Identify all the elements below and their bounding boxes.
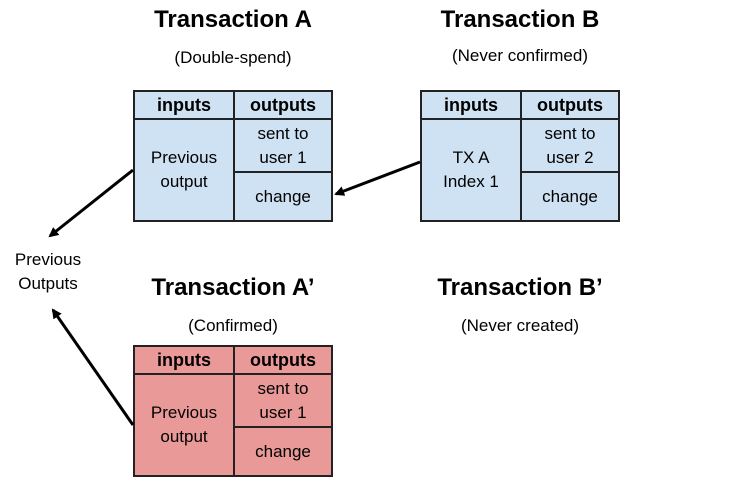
- transaction-a-subtitle: (Double-spend): [174, 48, 292, 67]
- arrow-a-input-to-previous-outputs: [48, 168, 134, 238]
- arrow-b-input-to-a-change: [334, 160, 421, 196]
- output-change: change: [255, 186, 311, 206]
- outputs-header: outputs: [235, 92, 331, 120]
- input-previous-output: Previous output: [135, 375, 235, 475]
- input-tx-a-index-1: TX A Index 1: [422, 120, 522, 220]
- transaction-a-prime-table: inputs outputs Previous output sent to u…: [133, 345, 333, 477]
- output-sent-to-user-1: sent to user 1: [235, 375, 331, 428]
- transaction-a-table: inputs outputs Previous output sent to u…: [133, 90, 333, 222]
- inputs-header: inputs: [422, 92, 522, 120]
- transaction-a-prime-subtitle: (Confirmed): [188, 316, 278, 335]
- input-previous-output: Previous output: [135, 120, 235, 220]
- transaction-b-table: inputs outputs TX A Index 1 sent to user…: [420, 90, 620, 222]
- inputs-header: inputs: [135, 92, 235, 120]
- outputs-header: outputs: [522, 92, 618, 120]
- outputs-header: outputs: [235, 347, 331, 375]
- output-change: change: [255, 441, 311, 461]
- transaction-a-prime-title: Transaction A’: [151, 274, 315, 301]
- arrow-a-prime-input-to-previous-outputs: [51, 308, 135, 426]
- transaction-b-prime-title: Transaction B’: [437, 274, 603, 301]
- transaction-b-subtitle: (Never confirmed): [451, 46, 589, 65]
- transaction-b-prime-subtitle: (Never created): [460, 316, 580, 335]
- previous-outputs-label: Previous Outputs: [14, 250, 82, 293]
- transaction-a-title: Transaction A: [154, 6, 312, 33]
- output-sent-to-user-2: sent to user 2: [522, 120, 618, 173]
- output-sent-to-user-1: sent to user 1: [235, 120, 331, 173]
- transaction-b-title: Transaction B: [440, 6, 600, 33]
- output-change: change: [542, 186, 598, 206]
- inputs-header: inputs: [135, 347, 235, 375]
